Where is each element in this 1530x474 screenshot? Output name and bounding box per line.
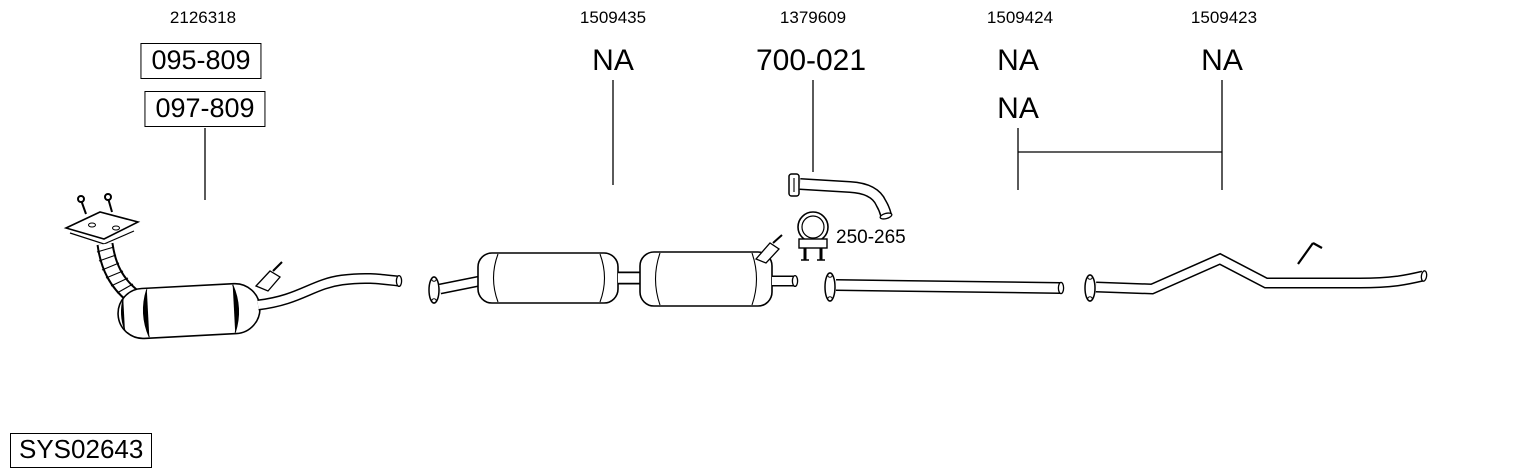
clamp-size-label: 250-265	[836, 227, 906, 248]
elbow-pipe	[788, 173, 893, 220]
ref-number-2: 1509435	[579, 8, 647, 27]
part-code-na-4b: NA	[997, 92, 1039, 125]
ref-number-1: 2126318	[169, 8, 237, 27]
part-code-na-2: NA	[592, 44, 634, 77]
part-code-box-2: 097-809	[144, 91, 266, 127]
part-code-700-021: 700-021	[755, 44, 867, 77]
center-pipe	[824, 272, 1065, 302]
ref-number-5: 1509423	[1190, 8, 1258, 27]
system-code-box: SYS02643	[10, 433, 153, 468]
leader-lines	[204, 80, 1223, 200]
ref-number-3: 1379609	[779, 8, 847, 27]
pipe-clamp	[797, 211, 829, 261]
rear-tailpipe	[1084, 242, 1428, 302]
part-code-box-1: 095-809	[140, 43, 262, 79]
front-downpipe-assembly	[63, 193, 403, 340]
middle-silencer-assembly	[428, 234, 799, 307]
ref-number-4: 1509424	[986, 8, 1054, 27]
part-code-na-4a: NA	[997, 44, 1039, 77]
part-code-na-5: NA	[1201, 44, 1243, 77]
